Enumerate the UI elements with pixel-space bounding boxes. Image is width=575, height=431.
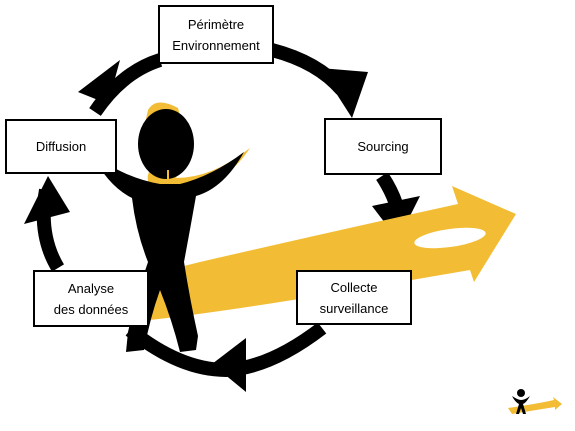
step-collecte: Collecte surveillance [296, 270, 412, 325]
arrow-diffusion-to-perimetre [89, 53, 163, 116]
step-perimetre-line-2: Environnement [172, 37, 260, 53]
figure-head [138, 109, 194, 179]
arrowhead-top-right [320, 68, 368, 118]
stick-figure [92, 109, 244, 352]
figure-body [92, 152, 244, 352]
step-collecte-line-2: surveillance [319, 300, 389, 316]
step-sourcing-label: Sourcing [357, 139, 409, 154]
step-analyse: Analyse des données [33, 270, 149, 327]
step-diffusion-label: Diffusion [35, 139, 87, 154]
step-perimetre-line-1: Périmètre [187, 16, 245, 32]
step-perimetre: Périmètre Environnement [158, 5, 274, 64]
arrowhead-bottom [212, 338, 246, 392]
step-diffusion: Diffusion [5, 119, 117, 174]
arrowhead-top-left [78, 60, 120, 104]
step-collecte-line-1: Collecte [330, 279, 378, 295]
mini-logo [508, 389, 562, 414]
cycle-arrowheads [24, 60, 420, 392]
step-analyse-line-2: des données [53, 301, 129, 317]
arrowhead-left [24, 176, 70, 224]
step-sourcing: Sourcing [324, 118, 442, 175]
step-analyse-line-1: Analyse [67, 280, 115, 296]
